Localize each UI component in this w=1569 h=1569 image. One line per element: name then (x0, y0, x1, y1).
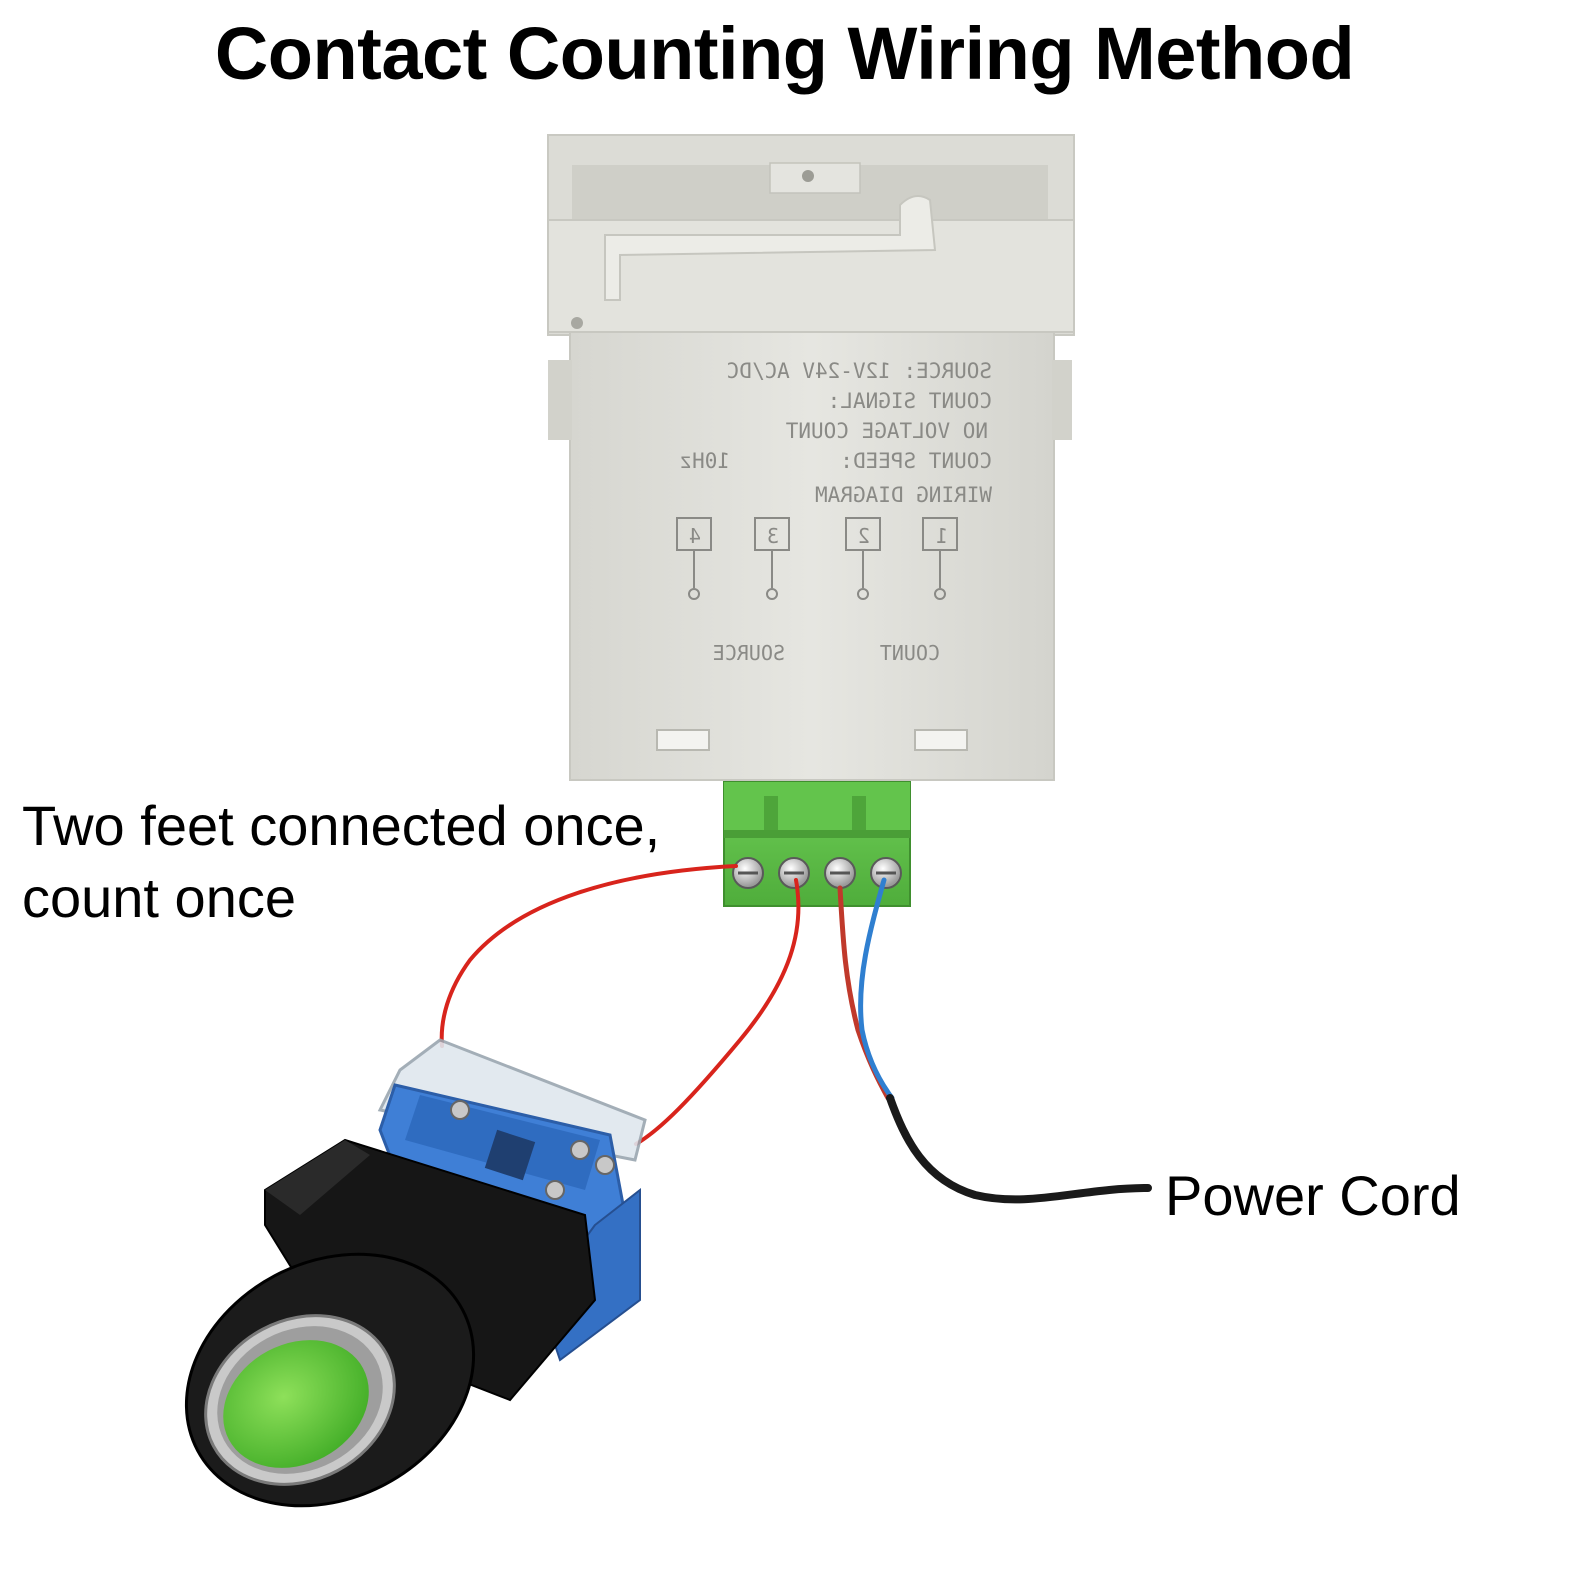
label-source: SOURCE: 12V-24V AC/DC (726, 359, 992, 383)
terminal-diagram (676, 517, 958, 600)
terminal-label-2: 2 (858, 524, 870, 548)
label-wiring-diagram: WIRING DIAGRAM (815, 483, 992, 507)
label-count-speed-value: 10Hz (679, 449, 730, 473)
callout-two-feet: Two feet connected once, count once (22, 790, 660, 934)
label-count-signal: COUNT SIGNAL: (828, 389, 992, 413)
terminal-screws (732, 857, 902, 889)
green-button-face (223, 1340, 369, 1468)
callout-two-feet-line2: count once (22, 866, 296, 929)
push-button-switch (184, 1038, 647, 1508)
terminal-label-1: 1 (936, 524, 948, 548)
label-no-voltage-count: NO VOLTAGE COUNT (785, 419, 988, 443)
power-cable (886, 1094, 1152, 1204)
diagram-title: Contact Counting Wiring Method (214, 12, 1355, 95)
callout-two-feet-line1: Two feet connected once, (22, 794, 661, 857)
red-wire-1 (439, 864, 738, 1048)
label-count-speed: COUNT SPEED: (840, 449, 992, 473)
counter-housing: SOURCE: 12V-24V AC/DC COUNT SIGNAL: NO V… (547, 134, 1075, 781)
terminal-block (723, 781, 911, 907)
power-blue-core (858, 877, 895, 1101)
red-wire-2 (634, 878, 801, 1146)
terminal-label-4: 4 (689, 524, 701, 548)
terminal-label-3: 3 (767, 524, 779, 548)
power-red-core (837, 885, 891, 1101)
callout-power-cord: Power Cord (1165, 1164, 1461, 1227)
label-source-group: SOURCE (713, 641, 785, 665)
label-count-group: COUNT (880, 641, 940, 665)
wires (439, 864, 1152, 1204)
